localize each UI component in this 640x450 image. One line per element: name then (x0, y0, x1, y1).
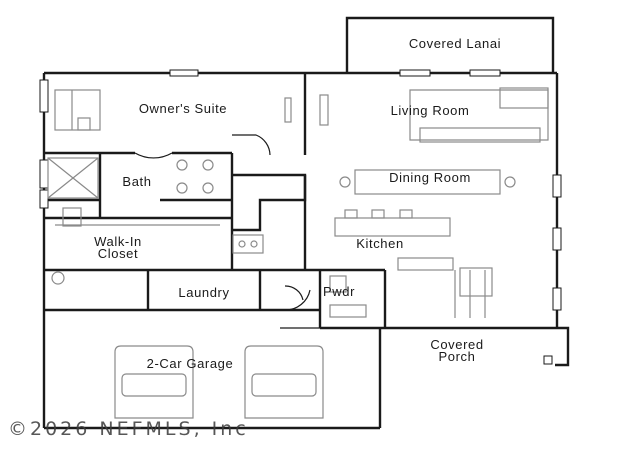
room-label-covered-porch: Covered (430, 337, 483, 352)
room-label-walk-in-closet: Walk-In (94, 234, 142, 249)
room-label-garage: 2-Car Garage (147, 356, 234, 371)
room-label-powder: Pwdr (323, 284, 355, 299)
walls (42, 16, 570, 430)
doors (134, 134, 320, 329)
copyright-watermark: ©2026 NEFMLS, Inc (8, 418, 249, 440)
furniture (47, 87, 549, 419)
room-label-walk-in-closet-2: Closet (98, 246, 138, 261)
windows (39, 69, 562, 365)
room-label-living-room: Living Room (391, 103, 470, 118)
room-label-covered-lanai: Covered Lanai (409, 36, 501, 51)
room-labels: Covered Lanai Owner's Suite Living Room … (94, 36, 501, 371)
room-label-bath: Bath (122, 174, 151, 189)
room-label-kitchen: Kitchen (356, 236, 404, 251)
room-label-owners-suite: Owner's Suite (139, 101, 227, 116)
room-label-laundry: Laundry (178, 285, 229, 300)
room-label-covered-porch-2: Porch (439, 349, 476, 364)
room-label-dining-room: Dining Room (389, 170, 471, 185)
